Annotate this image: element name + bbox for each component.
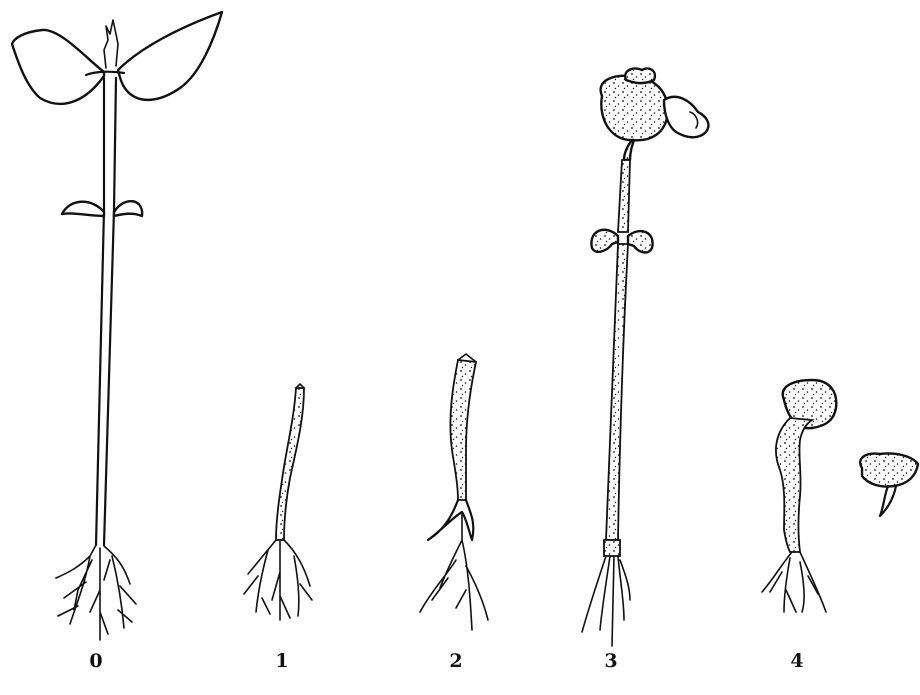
seedling-0 [12,12,222,640]
seedling-3-leaf-apex [625,68,655,83]
seedling-2-stem [450,360,476,500]
seedling-0-cotyledon-left [62,202,104,216]
seedling-label-1: 1 [275,650,288,672]
seedling-1-stem [276,388,304,540]
seedling-1 [244,384,312,620]
seedling-0-apex-bud [104,20,118,68]
seedling-0-roots [56,545,136,640]
detached-leaf-blade [860,453,918,486]
seedling-4-roots [762,552,826,612]
seedling-label-3: 3 [604,650,617,672]
seedling-0-stem [96,78,116,545]
seedling-2-cotyledon-stubs [428,500,473,540]
seedling-3-leaf-curled [664,97,708,137]
seedling-label-0: 0 [89,650,102,672]
seedling-3-root-collar [604,540,620,556]
seedling-1-roots [244,540,312,620]
seedling-0-leaf-left [12,30,104,104]
seedling-3-leaf-main [601,76,668,160]
seedling-0-leaf-right [118,12,222,100]
seedling-3-lower-stem [606,244,628,540]
seedling-label-4: 4 [790,650,803,672]
seedling-4-stem [776,418,812,552]
detached-leaf-stalk [880,486,896,516]
seedling-3-cotyledon-right [628,231,653,252]
seedling-0-cotyledon-right [114,201,142,216]
seedling-3-cotyledon-left [591,230,618,252]
seedling-3-roots [582,556,630,646]
detached-leaf [860,453,918,516]
seedling-3 [582,68,708,646]
seedling-4 [762,380,836,612]
seedling-3-upper-stem [618,160,630,232]
seedling-label-2: 2 [449,650,462,672]
seedling-2-roots [420,512,488,630]
seedling-2 [420,354,488,630]
